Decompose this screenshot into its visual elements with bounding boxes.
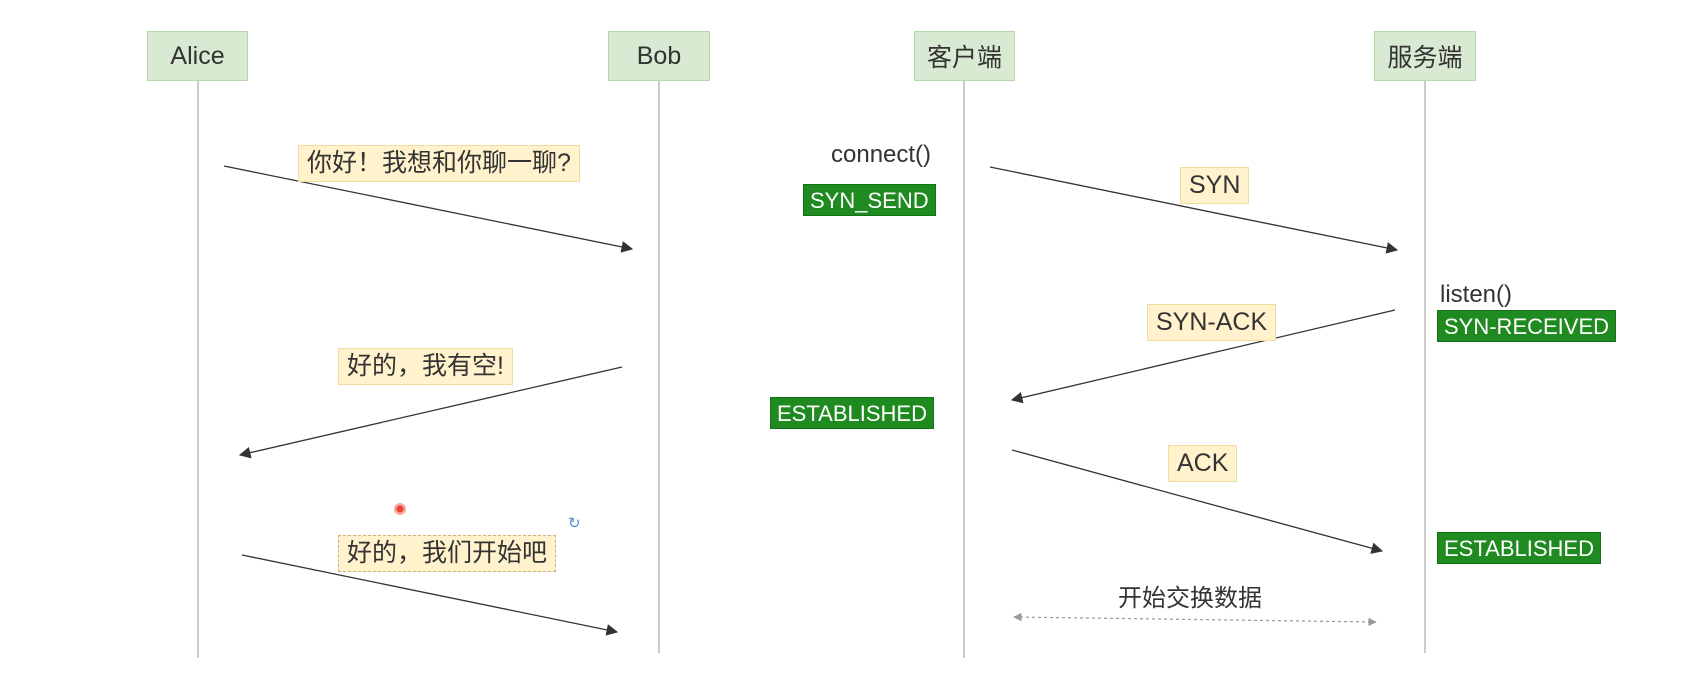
lifeline-alice <box>197 81 199 658</box>
actor-alice-label: Alice <box>170 41 225 70</box>
message-greeting: 你好！我想和你聊一聊? <box>298 145 580 182</box>
state-syn-received: SYN-RECEIVED <box>1437 310 1617 342</box>
state-syn-send: SYN_SEND <box>803 184 936 216</box>
actor-client: 客户端 <box>914 31 1015 81</box>
arrow-alice-to-bob-1 <box>223 165 634 253</box>
message-available: 好的，我有空! <box>338 348 513 385</box>
actor-alice: Alice <box>147 31 248 81</box>
actor-bob: Bob <box>608 31 710 81</box>
rotate-handle-icon[interactable]: ↻ <box>568 515 581 532</box>
actor-bob-label: Bob <box>636 41 682 70</box>
function-connect: connect() <box>831 141 932 168</box>
lifeline-bob <box>658 81 660 653</box>
lifeline-client <box>963 81 965 658</box>
arrow-ack <box>1011 449 1384 554</box>
data-exchange-label: 开始交换数据 <box>1118 585 1262 612</box>
function-listen: listen() <box>1440 281 1513 308</box>
arrow-syn-ack <box>1010 309 1396 404</box>
message-lets-start: 好的，我们开始吧 <box>338 535 557 572</box>
arrow-bob-to-alice <box>238 366 623 459</box>
state-client-established: ESTABLISHED <box>770 397 934 429</box>
actor-server: 服务端 <box>1374 31 1476 81</box>
message-syn: SYN <box>1180 167 1250 204</box>
arrow-alice-to-bob-2 <box>241 554 619 636</box>
lifeline-server <box>1424 81 1426 653</box>
actor-server-label: 服务端 <box>1387 44 1463 72</box>
state-server-established: ESTABLISHED <box>1437 532 1601 564</box>
actor-client-label: 客户端 <box>926 44 1002 72</box>
message-syn-ack: SYN-ACK <box>1147 304 1277 341</box>
cursor-dot-icon <box>394 503 406 515</box>
arrow-data-exchange <box>1013 612 1377 627</box>
message-ack: ACK <box>1168 445 1238 482</box>
arrow-syn <box>989 166 1399 254</box>
